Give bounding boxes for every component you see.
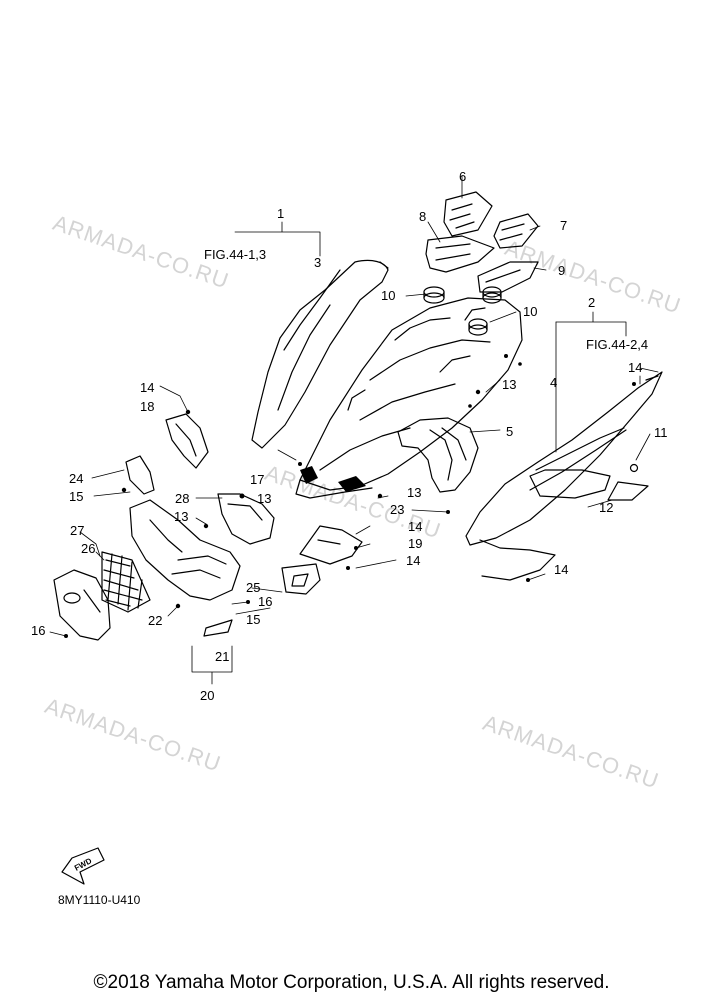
callout-14: 14 [408, 519, 423, 534]
callout-25: 25 [246, 580, 261, 595]
callout-20: 20 [200, 688, 215, 703]
callout-2: 2 [588, 295, 596, 310]
callout-22: 22 [148, 613, 163, 628]
part-4-right-side-cover [465, 371, 663, 581]
part-7-upper-vent-right [493, 213, 539, 249]
callout-5: 5 [506, 424, 514, 439]
part-27-mesh-screen [101, 551, 151, 613]
callout-18: 18 [140, 399, 155, 414]
part-9-vent-frame-right [477, 261, 539, 293]
callout-14: 14 [628, 360, 643, 375]
fig-ref-right: FIG.44-2,4 [586, 337, 649, 352]
part-17-duct [300, 466, 366, 492]
leader-lines [49, 175, 659, 685]
callout-13: 13 [257, 491, 272, 506]
callout-4: 4 [550, 375, 558, 390]
part-8-vent-frame [425, 235, 495, 273]
callout-15: 15 [246, 612, 261, 627]
callout-7: 7 [560, 218, 568, 233]
callout-11: 11 [654, 425, 668, 440]
part-10-grommet [423, 286, 502, 336]
fwd-arrow-outline [61, 847, 105, 885]
part-12-panel-trim [607, 481, 649, 501]
callout-21: 21 [215, 649, 230, 664]
callout-28: 28 [175, 491, 190, 506]
part-3-left-side-cover [251, 259, 389, 449]
callout-10: 10 [381, 288, 396, 303]
callout-19: 19 [408, 536, 423, 551]
callout-13: 13 [174, 509, 189, 524]
fasteners [64, 354, 636, 638]
callout-8: 8 [419, 209, 427, 224]
diagram-code: 8MY1110-U410 [58, 893, 141, 907]
callout-17: 17 [250, 472, 265, 487]
callout-14: 14 [406, 553, 421, 568]
callout-14: 14 [140, 380, 155, 395]
callout-16: 16 [258, 594, 273, 609]
callout-3: 3 [314, 255, 322, 270]
part-28-inner-panel [217, 493, 275, 545]
callout-14: 14 [554, 562, 569, 577]
callout-15: 15 [69, 489, 84, 504]
part-25-emblem-plate [281, 563, 321, 595]
part-6-upper-vent [443, 191, 493, 237]
callout-23: 23 [390, 502, 405, 517]
part-11-bolt [629, 463, 639, 473]
callout-9: 9 [558, 263, 566, 278]
callout-12: 12 [599, 500, 614, 515]
part-18-bracket [165, 413, 209, 469]
callout-24: 24 [69, 471, 84, 486]
callout-10: 10 [523, 304, 538, 319]
part-21-badge [203, 619, 233, 637]
part-24-bracket [125, 455, 155, 495]
callout-16: 16 [31, 623, 46, 638]
callout-26: 26 [81, 541, 96, 556]
copyright-notice: ©2018 Yamaha Motor Corporation, U.S.A. A… [93, 972, 610, 993]
part-20-front-fairing [129, 499, 241, 601]
part-5-inner-shroud [397, 417, 479, 493]
callout-6: 6 [459, 169, 467, 184]
center-cowl [295, 297, 523, 499]
fig-ref-left: FIG.44-1,3 [204, 247, 267, 262]
callout-13: 13 [407, 485, 422, 500]
callout-13: 13 [502, 377, 517, 392]
part-19-trim [299, 525, 363, 565]
callout-1: 1 [277, 206, 285, 221]
callout-27: 27 [70, 523, 85, 538]
part-26-lower-duct [53, 569, 111, 641]
